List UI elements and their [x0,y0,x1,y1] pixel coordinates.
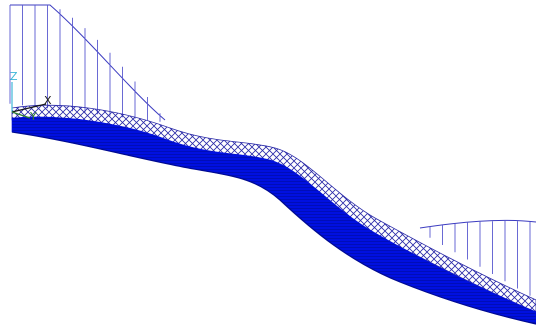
y-axis-line [11,111,31,119]
x-axis-line [11,103,47,113]
y-axis-label: Y [29,110,37,123]
coordinate-triad: Z X Y [10,70,52,123]
x-axis-label: X [44,94,52,107]
z-axis-label: Z [10,70,18,83]
deck-underside-edge [11,131,536,325]
hangers [9,5,531,296]
main-cable [10,4,536,229]
